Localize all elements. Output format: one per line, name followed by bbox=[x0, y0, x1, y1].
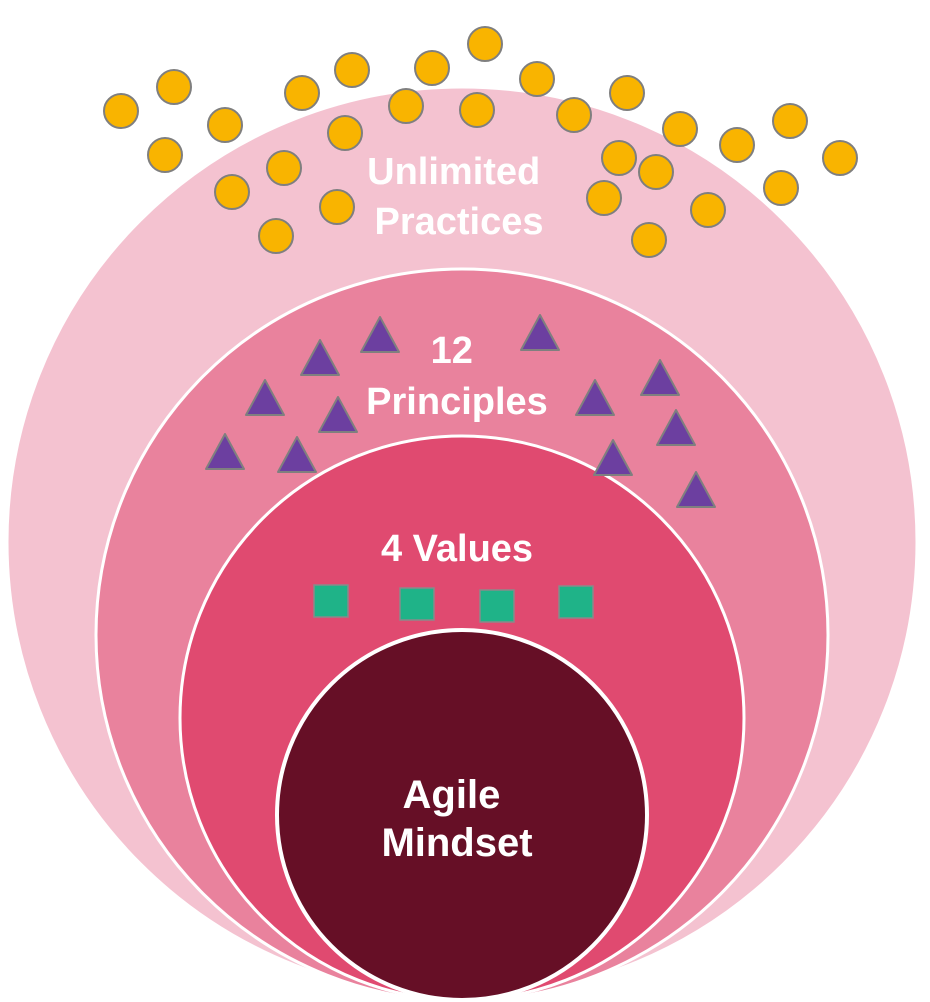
principle-triangle bbox=[360, 316, 400, 353]
mindset-label: Agile Mindset bbox=[381, 773, 532, 865]
mindset-label-line-1: Agile bbox=[403, 773, 501, 817]
practice-dot bbox=[662, 111, 698, 147]
practice-dot bbox=[467, 26, 503, 62]
value-square bbox=[479, 589, 515, 623]
principle-triangle bbox=[520, 314, 560, 351]
principles-label-line-1: 12 bbox=[431, 330, 473, 372]
practice-markers bbox=[103, 26, 858, 258]
practices-label-line-2: Practices bbox=[374, 201, 543, 243]
principles-label-line-2: Principles bbox=[366, 381, 548, 423]
principles-label: 12 Principles bbox=[366, 330, 548, 423]
value-square bbox=[399, 587, 435, 621]
practice-dot bbox=[719, 127, 755, 163]
practice-dot bbox=[459, 92, 495, 128]
practices-label-line-1: Unlimited bbox=[367, 151, 540, 193]
practice-dot bbox=[631, 222, 667, 258]
principle-triangle bbox=[318, 396, 358, 433]
values-label: 4 Values bbox=[381, 528, 533, 570]
practice-dot bbox=[207, 107, 243, 143]
practice-dot bbox=[556, 97, 592, 133]
practice-dot bbox=[258, 218, 294, 254]
practice-dot bbox=[414, 50, 450, 86]
value-square bbox=[558, 585, 594, 619]
practice-dot bbox=[519, 61, 555, 97]
practice-dot bbox=[214, 174, 250, 210]
practices-label: Unlimited Practices bbox=[367, 151, 551, 243]
principle-triangle bbox=[575, 379, 615, 416]
principle-markers bbox=[205, 314, 716, 508]
practice-dot bbox=[327, 115, 363, 151]
practice-dot bbox=[334, 52, 370, 88]
principle-triangle bbox=[300, 339, 340, 376]
practice-dot bbox=[822, 140, 858, 176]
practice-dot bbox=[266, 150, 302, 186]
practice-dot bbox=[284, 75, 320, 111]
principle-triangle bbox=[656, 409, 696, 446]
practice-dot bbox=[103, 93, 139, 129]
practice-dot bbox=[319, 189, 355, 225]
practice-dot bbox=[156, 69, 192, 105]
practice-dot bbox=[388, 88, 424, 124]
values-label-line-1: 4 Values bbox=[381, 528, 533, 570]
practice-dot bbox=[638, 154, 674, 190]
principle-triangle bbox=[640, 359, 680, 396]
practice-dot bbox=[601, 140, 637, 176]
principle-triangle bbox=[277, 436, 317, 473]
principle-triangle bbox=[593, 439, 633, 476]
practice-dot bbox=[147, 137, 183, 173]
mindset-label-line-2: Mindset bbox=[381, 821, 532, 865]
practice-dot bbox=[609, 75, 645, 111]
value-square bbox=[313, 584, 349, 618]
mindset-core bbox=[275, 628, 649, 1002]
principle-triangle bbox=[205, 433, 245, 470]
practice-dot bbox=[586, 180, 622, 216]
value-markers bbox=[313, 584, 594, 623]
principle-triangle bbox=[245, 379, 285, 416]
principle-triangle bbox=[676, 471, 716, 508]
practice-dot bbox=[763, 170, 799, 206]
practice-dot bbox=[690, 192, 726, 228]
practice-dot bbox=[772, 103, 808, 139]
